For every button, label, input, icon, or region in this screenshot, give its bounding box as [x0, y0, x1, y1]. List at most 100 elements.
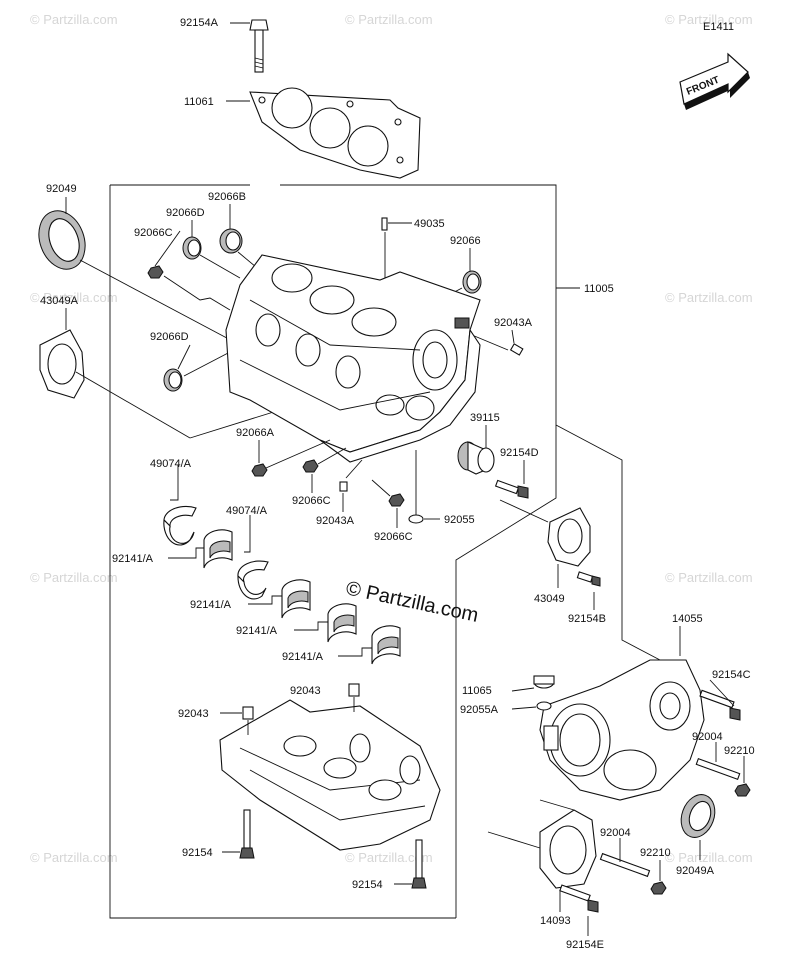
- gasket-43049: [547, 507, 591, 567]
- crankcase-lower: [219, 699, 441, 851]
- label-92043A-right[interactable]: 92043A: [494, 317, 533, 329]
- plug-92066D-top: [182, 236, 202, 260]
- label-92154B[interactable]: 92154B: [568, 613, 606, 625]
- plug-92066C-low: [388, 493, 405, 507]
- label-92066D-mid[interactable]: 92066D: [150, 331, 189, 343]
- label-92049[interactable]: 92049: [46, 183, 77, 195]
- oil-seal-92049: [38, 210, 86, 270]
- label-92043-top[interactable]: 92043: [290, 685, 321, 697]
- label-92004-low[interactable]: 92004: [600, 827, 631, 839]
- oring-92055A: [536, 701, 552, 711]
- label-49074A-2[interactable]: 49074/A: [226, 505, 268, 517]
- label-92210-low[interactable]: 92210: [640, 847, 671, 859]
- label-92154E[interactable]: 92154E: [566, 939, 604, 951]
- label-92066C-low[interactable]: 92066C: [374, 531, 413, 543]
- bearing-92141A-1: [203, 529, 233, 569]
- part-labels: 92154A 11061 92049 92066B 92066D 92066C …: [40, 17, 755, 951]
- label-92066C-top[interactable]: 92066C: [134, 227, 173, 239]
- label-92066[interactable]: 92066: [450, 235, 481, 247]
- watermark-bottom-left: © Partzilla.com: [30, 850, 118, 865]
- gear-case-14055: [539, 659, 705, 801]
- bolt-92154-low: [411, 839, 427, 889]
- bearing-92141A-3: [327, 603, 357, 643]
- watermark-mid-left: © Partzilla.com: [30, 290, 118, 305]
- label-92210-right[interactable]: 92210: [724, 745, 755, 757]
- label-92066A[interactable]: 92066A: [236, 427, 275, 439]
- label-11065[interactable]: 11065: [462, 685, 492, 697]
- label-92141A-3[interactable]: 92141/A: [236, 625, 278, 637]
- label-92141A-4[interactable]: 92141/A: [282, 651, 324, 663]
- label-92154A[interactable]: 92154A: [180, 17, 219, 29]
- label-92043-left[interactable]: 92043: [178, 708, 209, 720]
- label-49074A-1[interactable]: 49074/A: [150, 458, 192, 470]
- oring-92055: [408, 514, 424, 524]
- head-gasket-11061: [249, 87, 421, 179]
- nut-92210-right: [734, 783, 751, 797]
- pin-92043-left: [242, 706, 254, 720]
- watermark-bottom-center: © Partzilla.com: [345, 850, 433, 865]
- plug-92066C-top: [147, 265, 164, 279]
- label-11005[interactable]: 11005: [584, 283, 614, 295]
- cover-14093: [539, 809, 597, 889]
- label-92055[interactable]: 92055: [444, 514, 475, 526]
- label-14055[interactable]: 14055: [672, 613, 703, 625]
- diagram-code: E1411: [703, 21, 734, 33]
- watermark-top-left: © Partzilla.com: [30, 12, 118, 27]
- oil-pump-39115: [457, 441, 495, 475]
- center-watermark: © Partzilla.com: [344, 577, 480, 627]
- bolt-92154A: [249, 19, 269, 73]
- bolt-92154D: [494, 479, 529, 499]
- label-92043A-mid[interactable]: 92043A: [316, 515, 355, 527]
- oil-seal-92049A: [680, 794, 716, 838]
- label-92154[interactable]: 92154: [182, 847, 213, 859]
- label-43049A[interactable]: 43049A: [40, 295, 79, 307]
- watermark-mid-right: © Partzilla.com: [665, 290, 753, 305]
- label-92004-right[interactable]: 92004: [692, 731, 723, 743]
- label-92049A[interactable]: 92049A: [676, 865, 715, 877]
- oil-cap-11065: [533, 675, 555, 689]
- plug-92066A: [251, 463, 268, 477]
- pin-92043A-right: [509, 343, 524, 356]
- pin-92043A-mid: [339, 481, 348, 492]
- label-92066D-top[interactable]: 92066D: [166, 207, 205, 219]
- label-92055A[interactable]: 92055A: [460, 704, 499, 716]
- watermark-bottom-right: © Partzilla.com: [665, 850, 753, 865]
- label-39115[interactable]: 39115: [470, 412, 500, 424]
- bolt-92154: [239, 809, 255, 859]
- plug-92066C-mid: [302, 459, 319, 473]
- bearing-92141A-4: [371, 625, 401, 665]
- bolt-92154B: [576, 571, 601, 587]
- bolt-92154E: [559, 884, 599, 913]
- label-11061[interactable]: 11061: [184, 96, 214, 108]
- plug-92066D-mid: [163, 368, 183, 392]
- front-arrow-icon: E1411 FRONT: [679, 21, 750, 110]
- pin-49035: [381, 217, 388, 231]
- thrust-washer-49074A-2: [237, 560, 269, 600]
- nut-92210-low: [650, 881, 667, 895]
- label-92141A-1[interactable]: 92141/A: [112, 553, 154, 565]
- plug-92066B: [219, 228, 243, 254]
- label-92141A-2[interactable]: 92141/A: [190, 599, 232, 611]
- pin-92043-top: [348, 683, 360, 697]
- label-92066C-mid[interactable]: 92066C: [292, 495, 331, 507]
- label-92154-low[interactable]: 92154: [352, 879, 383, 891]
- label-14093[interactable]: 14093: [540, 915, 571, 927]
- watermark-top-right: © Partzilla.com: [665, 12, 753, 27]
- label-49035[interactable]: 49035: [414, 218, 445, 230]
- plug-92066: [462, 270, 482, 294]
- watermark-low-right: © Partzilla.com: [665, 570, 753, 585]
- label-92154D[interactable]: 92154D: [500, 447, 539, 459]
- stud-92004-low: [599, 852, 651, 878]
- bearing-92141A-2: [281, 579, 311, 619]
- crankcase-upper-11005: [225, 254, 481, 463]
- gasket-43049A: [39, 329, 85, 399]
- label-92154C[interactable]: 92154C: [712, 669, 751, 681]
- thrust-washer-49074A-1: [163, 505, 197, 546]
- label-92066B[interactable]: 92066B: [208, 191, 246, 203]
- watermark-low-left: © Partzilla.com: [30, 570, 118, 585]
- label-43049[interactable]: 43049: [534, 593, 565, 605]
- bolt-92154C: [699, 689, 741, 721]
- watermark-top-center: © Partzilla.com: [345, 12, 433, 27]
